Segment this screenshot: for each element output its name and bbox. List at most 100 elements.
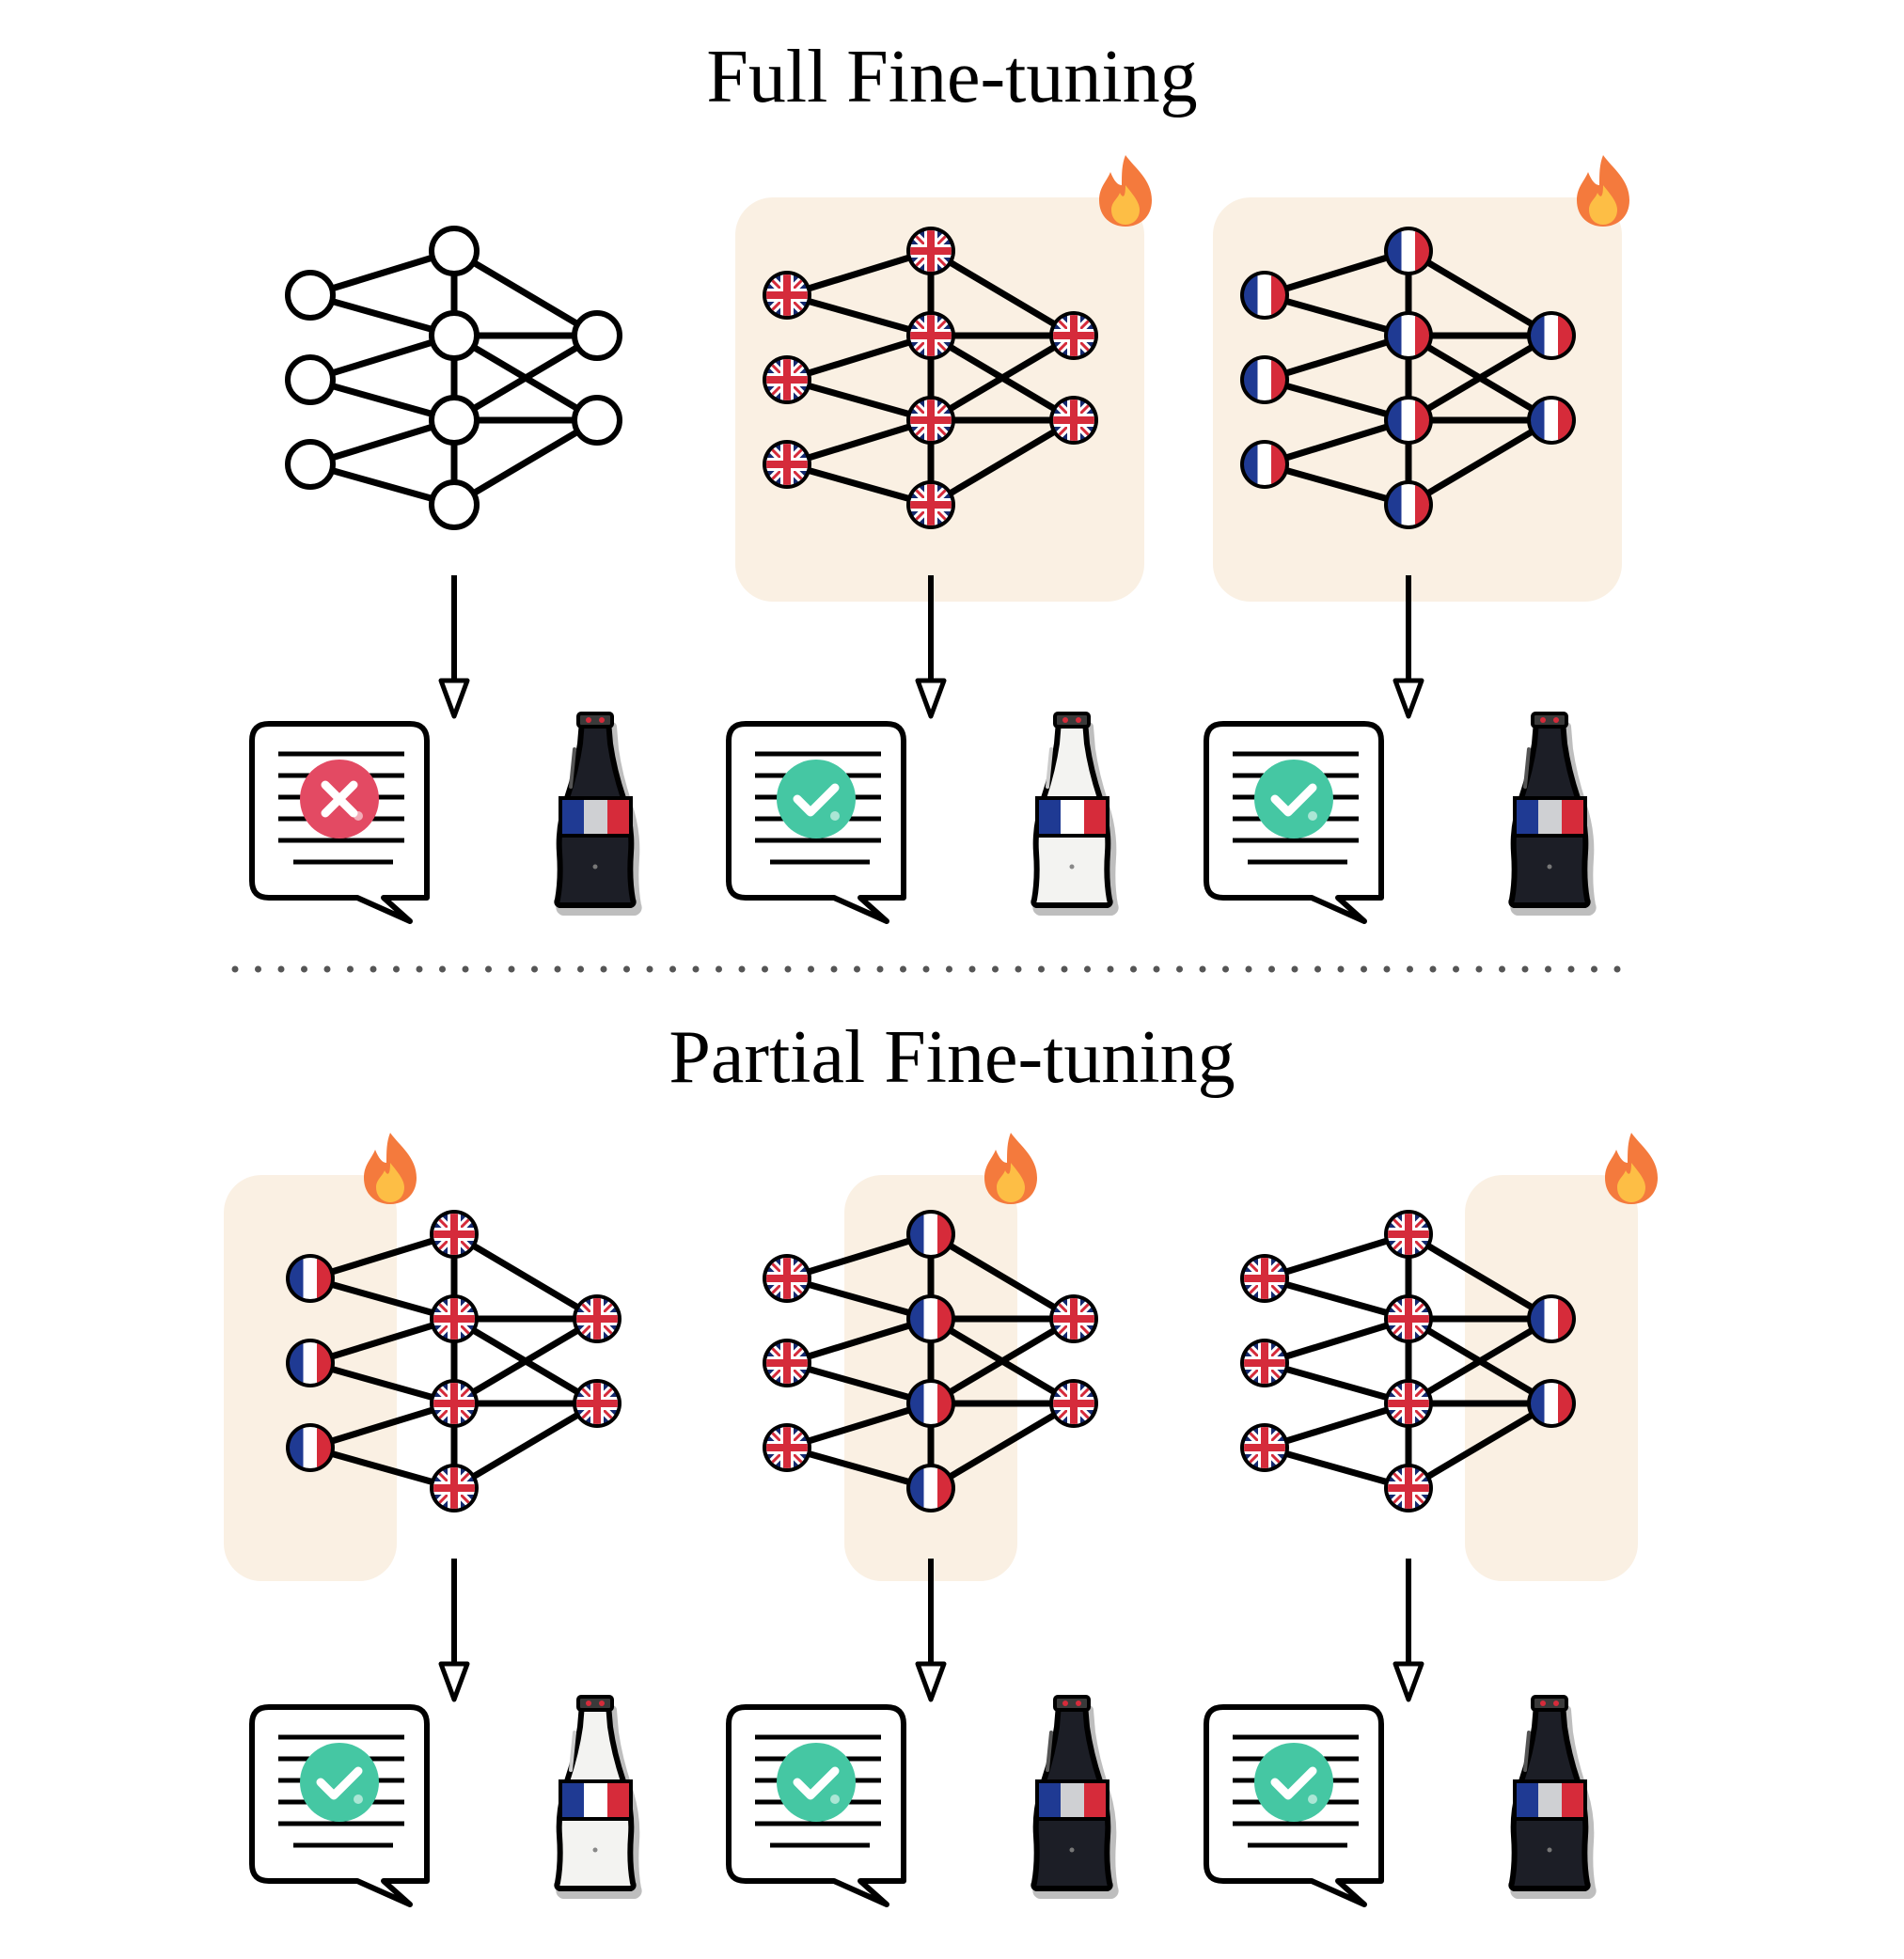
france-flag-icon [290, 1258, 331, 1299]
uk-flag-icon [1388, 1298, 1429, 1340]
divider-dot [1268, 965, 1275, 973]
node-uk [573, 1379, 622, 1428]
france-flag-icon [1531, 1298, 1572, 1340]
uk-flag-icon [766, 1258, 808, 1299]
node-plain [285, 439, 336, 490]
node-plain [572, 395, 622, 446]
fire-icon [1605, 1133, 1658, 1204]
divider-dot [370, 965, 377, 973]
uk-flag-icon [433, 1214, 475, 1255]
divider-dot [830, 965, 838, 973]
divider-dot [623, 965, 630, 973]
uk-flag-icon [910, 400, 952, 441]
cola-bottle-icon [1031, 712, 1119, 916]
france-flag-icon [1388, 315, 1429, 356]
divider-dot [393, 965, 400, 973]
panel-full-1 [249, 226, 642, 924]
node-france [1240, 440, 1289, 489]
divider-dot [323, 965, 331, 973]
divider-dot [762, 965, 768, 973]
uk-flag-icon [576, 1383, 618, 1424]
node-plain [285, 270, 336, 321]
divider-dot [1153, 965, 1160, 973]
divider-dot [1107, 965, 1114, 973]
neural-network [286, 1210, 622, 1512]
node-uk [1384, 1379, 1433, 1428]
divider-dot [1015, 965, 1022, 973]
cola-bottle-icon [554, 1695, 642, 1899]
node-france [1384, 311, 1433, 360]
node-plain [429, 310, 480, 361]
speech-bubble-icon [726, 1704, 906, 1907]
france-flag-icon [290, 1427, 331, 1468]
node-uk [906, 227, 955, 275]
uk-flag-icon [766, 359, 808, 400]
node-france [906, 1379, 955, 1428]
flow-arrow [438, 1559, 470, 1702]
divider-dot [1545, 965, 1551, 973]
divider-dot [1383, 965, 1391, 973]
divider-dot [1291, 965, 1298, 973]
panel-partial-2 [726, 1133, 1119, 1907]
divider-dot [462, 965, 469, 973]
france-flag-icon [1531, 315, 1572, 356]
divider-dot [646, 965, 653, 973]
divider-dot [255, 965, 261, 973]
uk-flag-icon [766, 274, 808, 316]
divider-dot [738, 965, 746, 973]
node-france [1527, 396, 1576, 445]
france-flag-icon [1388, 484, 1429, 525]
node-france [1240, 355, 1289, 404]
france-flag-icon [1244, 359, 1285, 400]
node-uk [430, 1379, 479, 1428]
check-icon [1254, 1743, 1333, 1822]
uk-flag-icon [1388, 1383, 1429, 1424]
uk-flag-icon [1053, 315, 1094, 356]
divider-dot [784, 965, 792, 973]
node-uk [906, 480, 955, 529]
france-flag-icon [1388, 400, 1429, 441]
section-partial [224, 1133, 1658, 1907]
cola-bottle-icon [1508, 712, 1597, 916]
divider-dot [1061, 965, 1068, 973]
network-edges [1261, 1230, 1555, 1492]
divider-dot [808, 965, 814, 973]
divider-dot [1222, 965, 1229, 973]
france-flag-icon [910, 1467, 952, 1509]
check-icon [300, 1743, 379, 1822]
node-uk [763, 440, 811, 489]
divider-dot [1337, 965, 1345, 973]
node-uk [430, 1210, 479, 1259]
neural-network [1240, 227, 1576, 529]
uk-flag-icon [766, 1427, 808, 1468]
fire-icon [364, 1133, 417, 1204]
divider-dot [968, 965, 976, 973]
france-flag-icon [910, 1383, 952, 1424]
cola-bottle-icon [554, 712, 642, 916]
divider-dot [1199, 965, 1206, 973]
panel-partial-3 [1204, 1133, 1658, 1907]
france-flag-icon [910, 1214, 952, 1255]
uk-flag-icon [910, 484, 952, 525]
node-uk [1240, 1423, 1289, 1472]
divider-dot [1407, 965, 1413, 973]
divider-dot [1453, 965, 1459, 973]
speech-bubble-icon [1204, 721, 1384, 924]
flow-arrow [438, 575, 470, 719]
cola-bottle-icon [1508, 1695, 1597, 1899]
node-uk [763, 355, 811, 404]
speech-bubble-icon [249, 1704, 430, 1907]
panel-full-3 [1204, 155, 1629, 924]
neural-network [763, 1210, 1098, 1512]
node-uk [1049, 1379, 1098, 1428]
divider-dot [1475, 965, 1483, 973]
node-plain [429, 226, 480, 276]
node-france [1384, 227, 1433, 275]
divider-dot [1038, 965, 1045, 973]
node-uk [1384, 1464, 1433, 1512]
divider-dot [1084, 965, 1091, 973]
divider-dot [876, 965, 884, 973]
section-title-full: Full Fine-tuning [706, 36, 1198, 118]
node-plain [285, 354, 336, 405]
